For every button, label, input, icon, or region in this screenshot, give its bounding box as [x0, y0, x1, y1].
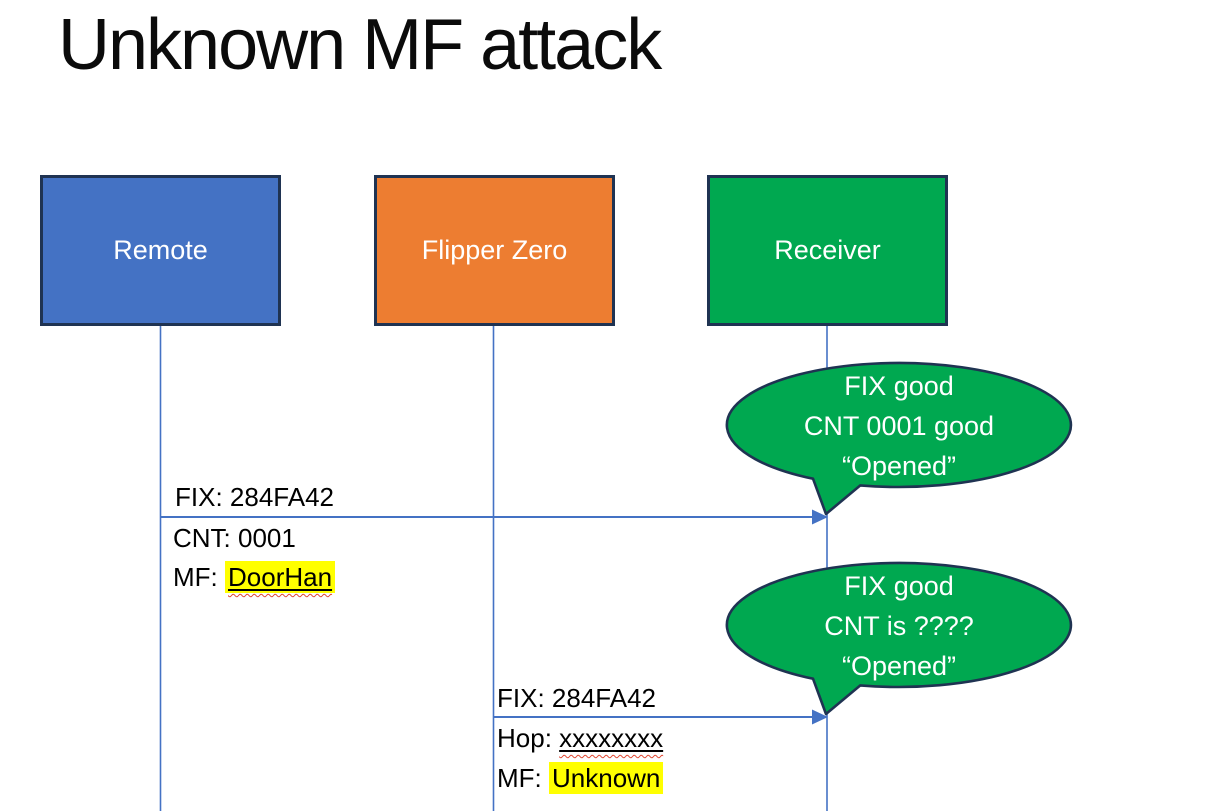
actor-box-flipper-zero: Flipper Zero	[374, 175, 615, 326]
message-2-fix-label: FIX: 284FA42	[497, 683, 656, 713]
message-1-mf-value: DoorHan	[228, 562, 333, 592]
message-2-hop-prefix: Hop:	[497, 723, 560, 753]
callout-bubble-1	[725, 361, 1073, 516]
message-1-cnt-label: CNT: 0001	[173, 523, 296, 553]
message-2-hop-label: Hop: xxxxxxxx	[497, 723, 663, 753]
message-1-fix-label: FIX: 284FA42	[175, 482, 334, 512]
actor-label-remote: Remote	[113, 235, 208, 265]
message-2-mf-prefix: MF:	[497, 763, 549, 793]
message-2-hop-value: xxxxxxxx	[559, 723, 664, 753]
message-1-mf-label: MF: DoorHan	[173, 561, 336, 593]
slide-title: Unknown MF attack	[58, 5, 662, 85]
message-2-mf-label: MF: Unknown	[497, 762, 664, 794]
message-arrow-1-head	[812, 509, 828, 525]
actor-box-remote: Remote	[40, 175, 281, 326]
actor-box-receiver: Receiver	[707, 175, 948, 326]
message-arrow-2-head	[812, 709, 828, 725]
message-1-mf-prefix: MF:	[173, 562, 225, 592]
actor-label-receiver: Receiver	[774, 235, 881, 265]
message-2-mf-value: Unknown	[552, 763, 661, 793]
callout-bubble-2	[725, 561, 1073, 716]
message-1-mf-highlight: DoorHan	[225, 561, 336, 593]
message-2-mf-highlight: Unknown	[549, 762, 664, 794]
actor-label-flipper-zero: Flipper Zero	[421, 235, 568, 265]
message-2-hop-squiggle: xxxxxxxx	[559, 723, 663, 753]
